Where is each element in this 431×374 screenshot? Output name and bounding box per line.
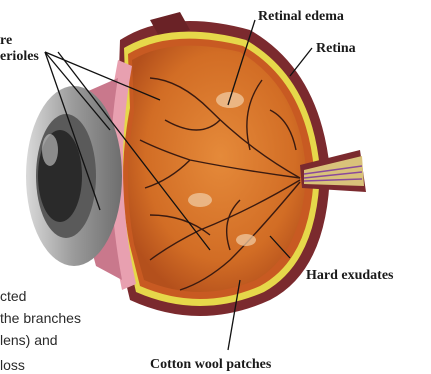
caption-line-1: cted [0,288,26,304]
label-retina: Retina [316,41,356,56]
lens [26,86,122,266]
caption-line-4: loss [0,357,25,373]
label-cotton-wool: Cotton wool patches [150,357,272,372]
label-hard-exudates: Hard exudates [306,268,394,283]
caption-line-3: lens) and [0,332,58,348]
label-arterioles-line2: erioles [0,49,39,64]
caption-line-2: the branches [0,310,81,326]
eyeball-shell [109,12,330,316]
label-arterioles-line1: re [0,33,12,48]
label-retinal-edema: Retinal edema [258,9,344,24]
lens-highlight [42,134,58,166]
